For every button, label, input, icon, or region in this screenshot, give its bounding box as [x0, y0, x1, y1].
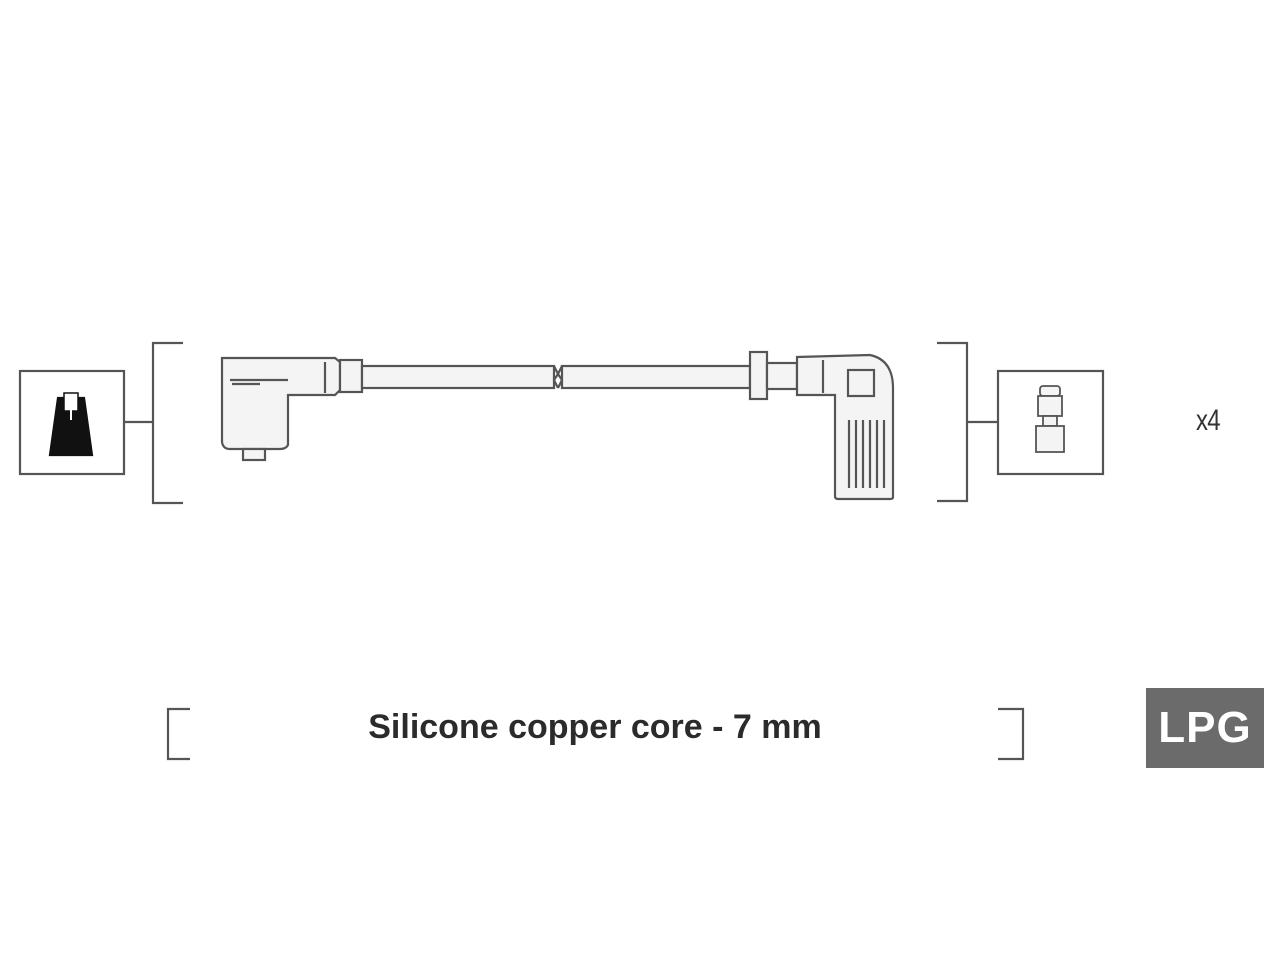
coil-terminal-icon — [48, 392, 94, 457]
fuel-type-badge: LPG — [1146, 688, 1264, 768]
coil-side-boot — [220, 356, 364, 462]
quantity-label: x4 — [1196, 404, 1221, 437]
spark-plug-side-boot — [748, 350, 895, 501]
left-terminal-box — [18, 369, 153, 476]
right-bracket — [937, 341, 969, 503]
cable — [360, 364, 752, 390]
spec-bracket-left — [166, 707, 190, 761]
right-terminal-box — [967, 369, 1105, 476]
cable-spec-text: Silicone copper core - 7 mm — [368, 708, 822, 746]
spec-bracket-right — [998, 707, 1025, 761]
spark-plug-terminal-icon — [1035, 385, 1065, 453]
left-bracket — [151, 341, 183, 505]
